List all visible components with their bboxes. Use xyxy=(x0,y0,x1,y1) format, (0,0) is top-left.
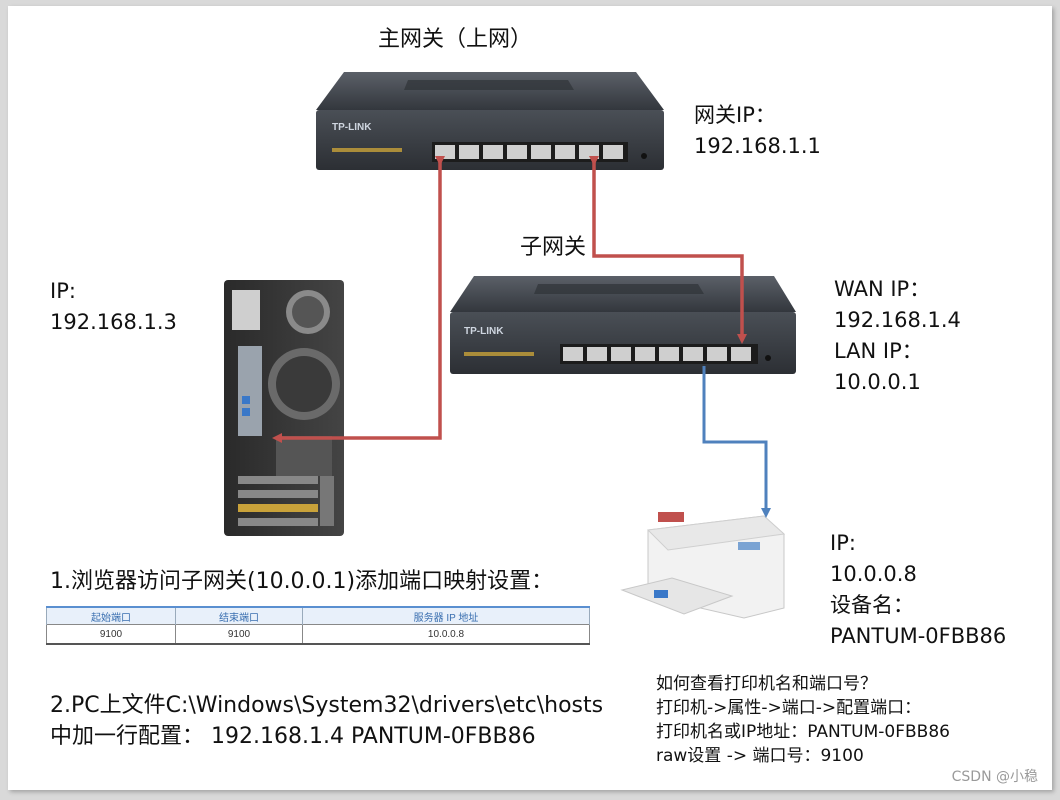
howto-line4: raw设置 -> 端口号：9100 xyxy=(656,746,864,766)
port-mapping-table: 起始端口 结束端口 服务器 IP 地址 9100 9100 10.0.0.8 xyxy=(46,606,590,645)
pc-ip-label: IP: 192.168.1.3 xyxy=(50,276,177,338)
printer-ip-title: IP: xyxy=(830,531,856,555)
printer-ip-value: 10.0.0.8 xyxy=(830,562,917,586)
table-row: 9100 9100 10.0.0.8 xyxy=(46,624,590,645)
table-cell-start-port: 9100 xyxy=(46,624,176,645)
table-header-row: 起始端口 结束端口 服务器 IP 地址 xyxy=(46,606,590,625)
table-header-server-ip: 服务器 IP 地址 xyxy=(302,606,590,625)
printer-name-title: 设备名： xyxy=(830,593,914,617)
table-cell-server-ip: 10.0.0.8 xyxy=(302,624,590,645)
link-main-to-pc xyxy=(272,156,445,443)
howto-line2: 打印机->属性->端口->配置端口： xyxy=(656,698,922,718)
step2-line2: 中加一行配置： 192.168.1.4 PANTUM-0FBB86 xyxy=(50,724,536,749)
sub-gateway-ips: WAN IP： 192.168.1.4 LAN IP： 10.0.0.1 xyxy=(834,274,961,398)
wan-ip-value: 192.168.1.4 xyxy=(834,308,961,332)
lan-ip-value: 10.0.0.1 xyxy=(834,370,921,394)
printer xyxy=(620,512,786,619)
main-router: TP-LINK xyxy=(316,72,664,170)
pc-tower xyxy=(224,280,344,536)
csdn-watermark: CSDN @小稳 xyxy=(951,769,1038,785)
network-diagram: TP-LINK TP-LINK xyxy=(224,72,796,619)
step2-line1: 2.PC上文件C:\Windows\System32\drivers\etc\h… xyxy=(50,693,604,718)
pc-ip-value: 192.168.1.3 xyxy=(50,310,177,334)
table-header-end-port: 结束端口 xyxy=(175,606,303,625)
howto-line1: 如何查看打印机名和端口号？ xyxy=(656,674,877,694)
main-gateway-label: 主网关（上网） xyxy=(378,27,533,52)
table-header-start-port: 起始端口 xyxy=(46,606,176,625)
main-router-ports xyxy=(432,142,628,162)
lan-ip-title: LAN IP： xyxy=(834,339,923,363)
sub-router-ports xyxy=(560,344,758,364)
wan-ip-title: WAN IP： xyxy=(834,277,931,301)
sub-gateway-label: 子网关 xyxy=(520,235,587,260)
router-brand-label: TP-LINK xyxy=(464,326,504,337)
printer-howto: 如何查看打印机名和端口号？ 打印机->属性->端口->配置端口： 打印机名或IP… xyxy=(656,672,950,768)
router-brand-label: TP-LINK xyxy=(332,122,372,133)
gateway-ip-label: 网关IP： 192.168.1.1 xyxy=(694,100,821,162)
pc-ip-title: IP: xyxy=(50,279,76,303)
gateway-ip-title: 网关IP： xyxy=(694,103,776,127)
howto-line3: 打印机名或IP地址：PANTUM-0FBB86 xyxy=(656,722,950,742)
link-sub-to-printer xyxy=(702,366,771,518)
printer-info: IP: 10.0.0.8 设备名： PANTUM-0FBB86 xyxy=(830,528,1006,652)
step1-text: 1.浏览器访问子网关(10.0.0.1)添加端口映射设置： xyxy=(50,569,554,594)
link-main-to-sub xyxy=(589,156,747,344)
sub-router: TP-LINK xyxy=(450,276,796,374)
gateway-ip-value: 192.168.1.1 xyxy=(694,134,821,158)
printer-name-value: PANTUM-0FBB86 xyxy=(830,624,1007,648)
diagram-canvas: TP-LINK TP-LINK xyxy=(8,6,1052,790)
step2-text: 2.PC上文件C:\Windows\System32\drivers\etc\h… xyxy=(50,690,603,752)
table-cell-end-port: 9100 xyxy=(175,624,303,645)
